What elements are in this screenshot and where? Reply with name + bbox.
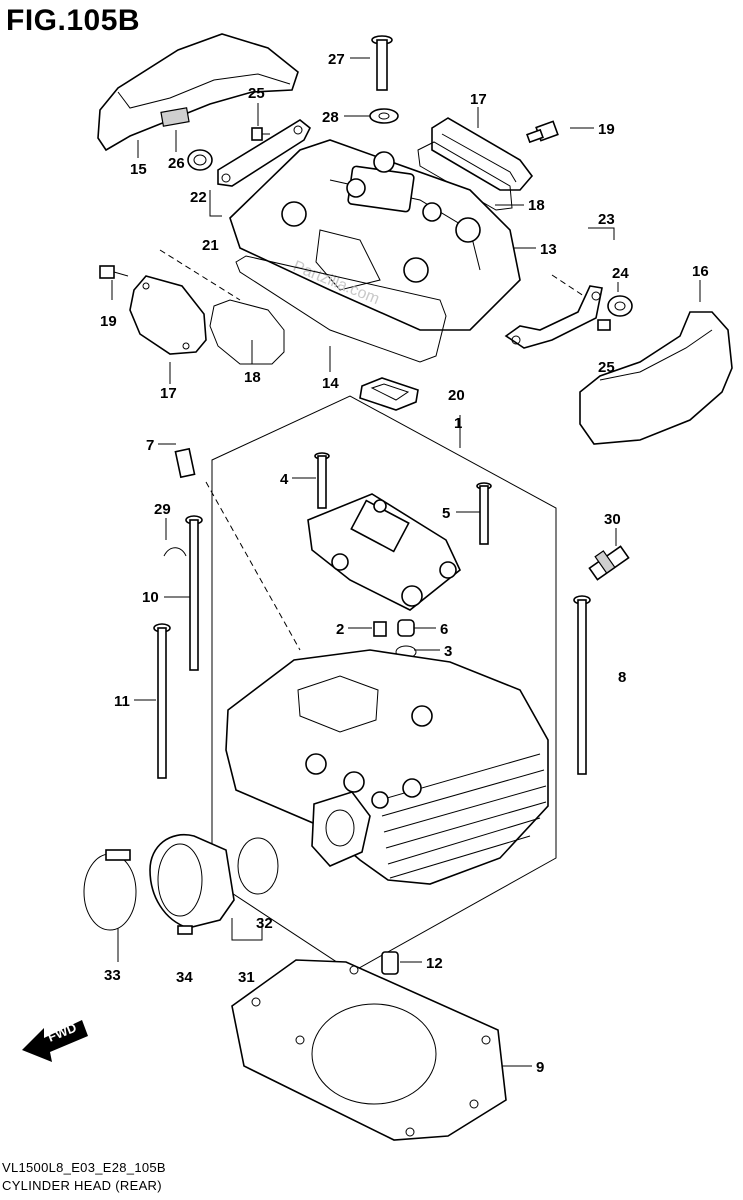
callout-14: 14 <box>322 375 339 392</box>
part-19-bolt-left <box>99 265 129 279</box>
part-2-dowel <box>373 621 387 637</box>
callout-2: 2 <box>336 621 344 638</box>
callout-9: 9 <box>536 1059 544 1076</box>
callout-27: 27 <box>328 51 345 68</box>
callout-25: 25 <box>598 359 615 376</box>
part-25-bolt-right <box>597 319 611 331</box>
part-26-rubber <box>160 107 190 127</box>
callout-32: 32 <box>256 915 273 932</box>
part-33-clamp <box>83 849 137 931</box>
part-4-bolt <box>314 452 330 509</box>
callout-18: 18 <box>244 369 261 386</box>
part-12-dowel <box>381 951 399 975</box>
part-16-cover <box>579 311 733 445</box>
callout-19: 19 <box>598 121 615 138</box>
callout-10: 10 <box>142 589 159 606</box>
callout-7: 7 <box>146 437 154 454</box>
callout-18: 18 <box>528 197 545 214</box>
callout-30: 30 <box>604 511 621 528</box>
callout-12: 12 <box>426 955 443 972</box>
part-13-head-cover <box>229 139 521 331</box>
part-32-oring <box>237 837 279 895</box>
callout-6: 6 <box>440 621 448 638</box>
callout-4: 4 <box>280 471 289 488</box>
part-5-bolt <box>476 482 492 545</box>
callout-23: 23 <box>598 211 615 228</box>
callout-25: 25 <box>248 85 265 102</box>
callout-8: 8 <box>618 669 626 686</box>
diagram-caption: CYLINDER HEAD (REAR) <box>2 1178 162 1193</box>
callout-20: 20 <box>448 387 465 404</box>
part-7-pin <box>174 447 196 479</box>
callout-15: 15 <box>130 161 147 178</box>
callout-labels: 27 25 28 17 19 15 26 22 21 18 23 13 24 1… <box>100 51 709 1076</box>
part-22-grommet <box>187 149 213 171</box>
callout-31: 31 <box>238 969 255 986</box>
part-27-bolt <box>371 35 393 91</box>
callout-26: 26 <box>168 155 185 172</box>
part-8-bolt <box>573 595 591 775</box>
callout-5: 5 <box>442 505 450 522</box>
callout-17: 17 <box>470 91 487 108</box>
part-25-bolt-top <box>251 127 270 141</box>
callout-11: 11 <box>114 693 130 710</box>
part-1-rocker-assembly <box>307 493 461 611</box>
callout-34: 34 <box>176 969 193 986</box>
part-6-seal <box>397 619 415 637</box>
part-9-head-gasket <box>231 959 507 1141</box>
fwd-arrow: FWD <box>22 1020 88 1062</box>
part-11-bolt <box>153 623 171 779</box>
callout-22: 22 <box>190 189 207 206</box>
callout-17: 17 <box>160 385 177 402</box>
diagram-code: VL1500L8_E03_E28_105B <box>2 1160 166 1175</box>
callout-28: 28 <box>322 109 339 126</box>
part-34-intake-pipe <box>149 833 235 935</box>
callout-24: 24 <box>612 265 629 282</box>
part-17-cap-left <box>129 275 207 355</box>
callout-1: 1 <box>454 415 462 432</box>
part-19-bolt-top <box>526 120 559 144</box>
part-28-washer <box>369 108 399 124</box>
cylinder-head-body <box>225 649 549 885</box>
part-10-bolt <box>185 515 203 671</box>
part-23-bracket-right <box>504 285 603 349</box>
figure-title: FIG.105B <box>6 4 141 37</box>
part-30-spark-plug <box>588 545 630 581</box>
callout-29: 29 <box>154 501 171 518</box>
callout-3: 3 <box>444 643 452 660</box>
callout-13: 13 <box>540 241 557 258</box>
callout-16: 16 <box>692 263 709 280</box>
part-18-gasket-top <box>417 141 513 211</box>
callout-21: 21 <box>202 237 219 254</box>
part-15-cover <box>97 33 299 152</box>
part-20-gasket <box>359 377 419 411</box>
callout-19: 19 <box>100 313 117 330</box>
part-18-gasket-left <box>209 299 285 365</box>
part-14-gasket <box>235 255 447 363</box>
part-24-grommet <box>607 295 633 317</box>
part-29-clip <box>163 547 187 557</box>
callout-33: 33 <box>104 967 121 984</box>
part-17-cap-top <box>431 117 534 191</box>
part-21-bracket <box>217 119 312 187</box>
